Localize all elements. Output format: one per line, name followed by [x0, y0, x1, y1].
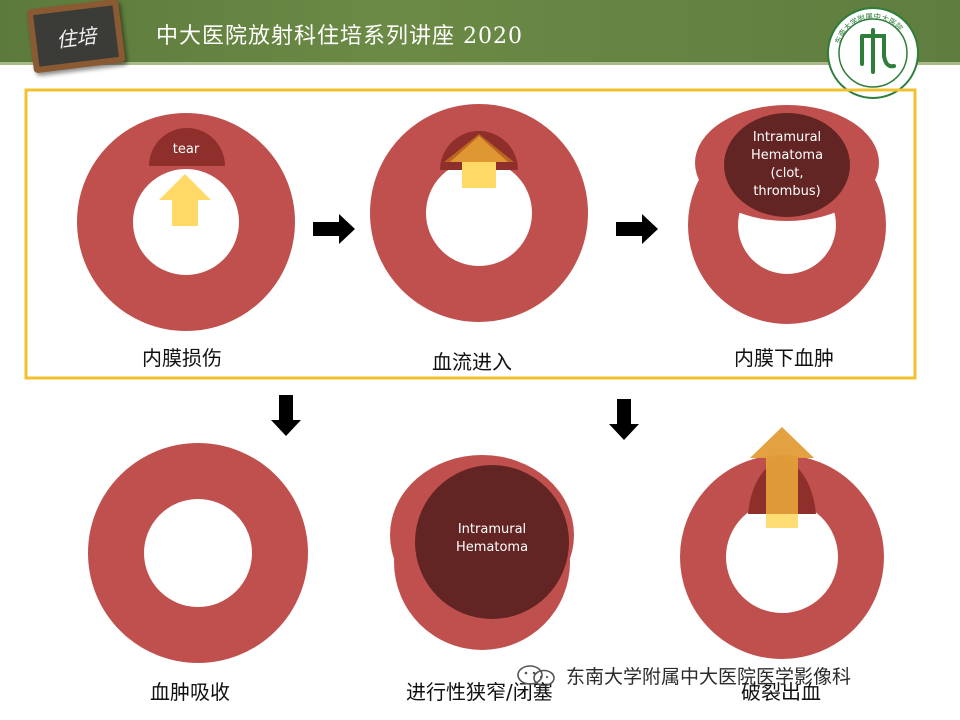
stage-intimal-tear [77, 113, 295, 331]
wechat-icon [517, 664, 555, 686]
top-row-frame [24, 88, 917, 380]
right-arrow-icon [313, 214, 355, 244]
stage-resorption [88, 443, 308, 663]
stenosis-hematoma-label: Intramural Hematoma [432, 521, 552, 557]
hematoma-region [724, 113, 850, 217]
watermark-text: 东南大学附属中大医院医学影像科 [566, 666, 852, 688]
tear-label: tear [172, 142, 200, 157]
stenosis-label-line: Hematoma [455, 540, 529, 555]
tear-flap [149, 128, 225, 166]
caption-blood-entry: 血流进入 [432, 350, 512, 374]
vessel-wall [88, 443, 308, 663]
hematoma-label-line: thrombus) [753, 184, 821, 199]
inflow-arrow-head [444, 134, 514, 162]
hospital-logo: 东南大学附属中大医院 [827, 7, 919, 99]
down-arrow-icon [271, 395, 301, 436]
header-banner [0, 0, 960, 65]
stenosis-label-line: Intramural [457, 522, 527, 537]
outflow-arrow-head [750, 427, 814, 458]
stage-blood-entry [370, 104, 588, 322]
inflow-arrow [159, 174, 211, 226]
page-title: 中大医院放射科住培系列讲座 2020 [156, 24, 523, 49]
hematoma-label-line: Hematoma [750, 148, 824, 163]
hematoma-label-line: Intramural [752, 130, 822, 145]
outflow-arrow-overlap [766, 458, 798, 514]
caption-rupture: 破裂出血 [741, 680, 821, 704]
stage-intramural-hematoma [688, 105, 886, 324]
hematoma-region [415, 465, 569, 619]
hematoma-label-line: (clot, [770, 166, 804, 181]
stage-stenosis [390, 455, 574, 650]
hematoma-label: Intramural Hematoma (clot, thrombus) [727, 129, 847, 201]
right-arrow-icon [616, 214, 658, 244]
caption-intimal-tear: 内膜损伤 [142, 346, 222, 370]
caption-intramural-hematoma: 内膜下血肿 [734, 346, 834, 370]
watermark: 东南大学附属中大医院医学影像科 [516, 662, 851, 689]
stage-rupture [680, 427, 884, 659]
caption-resorption: 血肿吸收 [150, 680, 230, 704]
down-arrow-icon [609, 399, 639, 440]
